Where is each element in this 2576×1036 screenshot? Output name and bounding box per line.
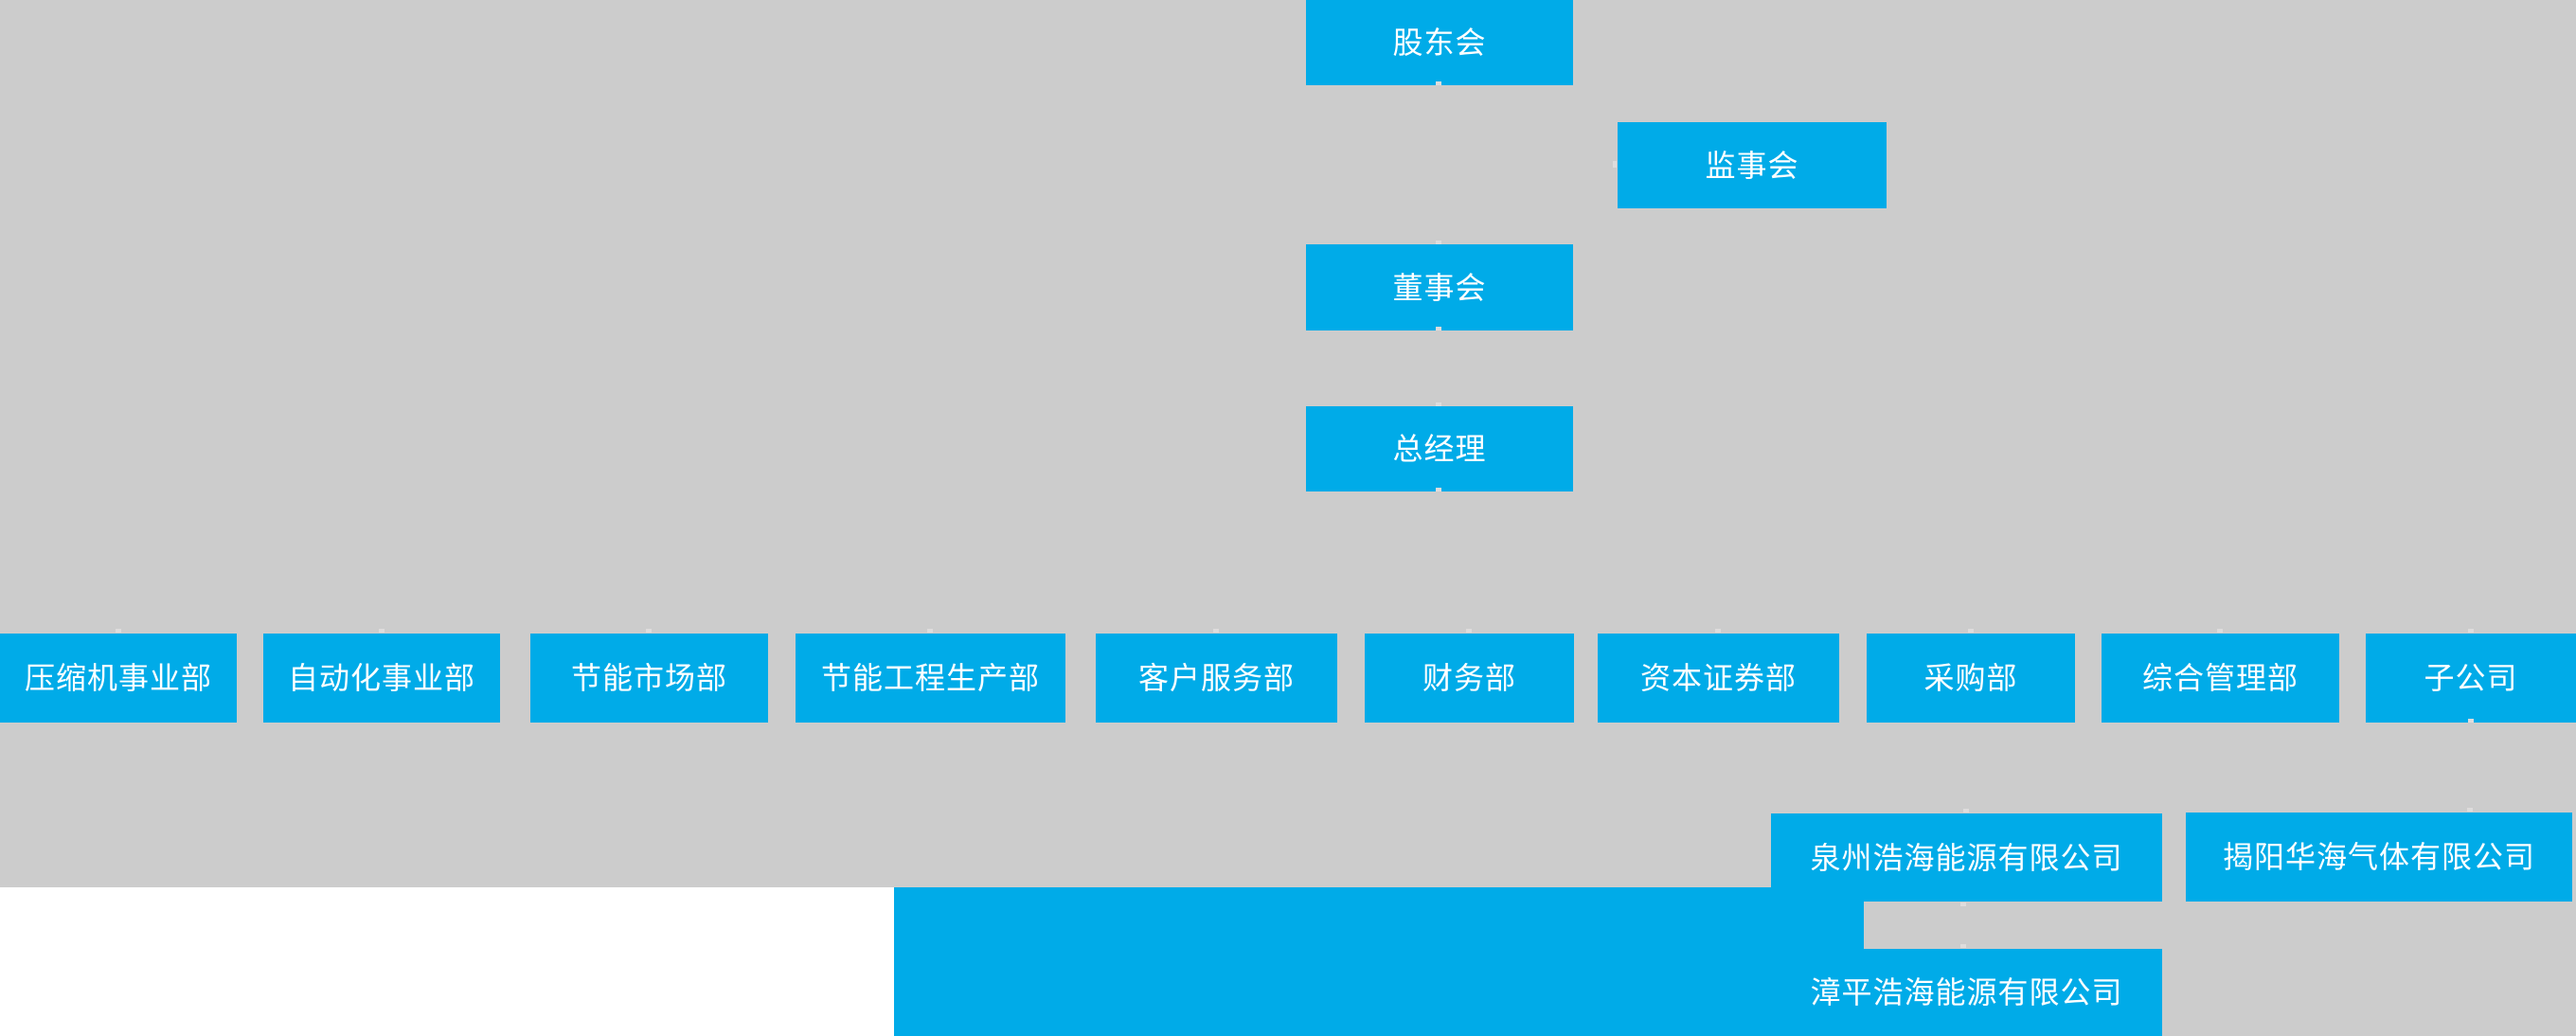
connector-tick (1436, 241, 1441, 244)
node-label: 自动化事业部 (287, 661, 475, 695)
node-subsidiary-zhangping-haohai-energy: 漳平浩海能源有限公司 (1771, 949, 2162, 1036)
node-dept-automation-division: 自动化事业部 (263, 634, 500, 723)
node-label: 股东会 (1392, 26, 1487, 60)
node-board-of-directors: 董事会 (1306, 244, 1573, 330)
node-label: 财务部 (1422, 661, 1516, 695)
node-dept-finance: 财务部 (1365, 634, 1574, 723)
node-label: 总经理 (1392, 432, 1487, 466)
connector-tick (1960, 902, 1966, 906)
connector-tick (1968, 629, 1974, 633)
connector-tick (1960, 944, 1966, 948)
node-dept-energy-saving-market: 节能市场部 (530, 634, 768, 723)
connector-tick (1436, 81, 1441, 85)
connector-tick (1436, 327, 1441, 330)
connector-tick (116, 629, 121, 633)
node-label: 揭阳华海气体有限公司 (2222, 840, 2535, 874)
connector-tick (927, 629, 933, 633)
connector-tick (2467, 808, 2473, 812)
node-general-manager: 总经理 (1306, 406, 1573, 491)
connector-tick (2217, 629, 2223, 633)
node-dept-procurement: 采购部 (1867, 634, 2075, 723)
connector-tick (1213, 629, 1219, 633)
background-gray-top (0, 0, 2576, 887)
node-label: 资本证券部 (1639, 661, 1797, 695)
node-shareholders-meeting: 股东会 (1306, 0, 1573, 85)
node-label: 监事会 (1705, 148, 1799, 183)
connector-tick (1436, 402, 1441, 406)
node-dept-capital-securities: 资本证券部 (1598, 634, 1839, 723)
node-label: 压缩机事业部 (24, 661, 212, 695)
node-label: 董事会 (1392, 270, 1487, 305)
node-label: 子公司 (2424, 661, 2518, 695)
bottom-blue-band (894, 887, 1864, 1036)
node-dept-energy-saving-engineering-production: 节能工程生产部 (796, 634, 1065, 723)
node-supervisory-board: 监事会 (1618, 122, 1887, 208)
node-dept-subsidiaries: 子公司 (2366, 634, 2576, 723)
node-label: 节能工程生产部 (820, 661, 1040, 695)
node-dept-compressor-division: 压缩机事业部 (0, 634, 237, 723)
node-label: 泉州浩海能源有限公司 (1810, 840, 2123, 875)
connector-tick (2468, 719, 2474, 723)
connector-tick (1436, 488, 1441, 491)
node-label: 综合管理部 (2141, 661, 2299, 695)
node-dept-customer-service: 客户服务部 (1096, 634, 1337, 723)
connector-tick (379, 629, 385, 633)
connector-tick (646, 629, 652, 633)
node-dept-general-management: 综合管理部 (2102, 634, 2339, 723)
connector-tick (1963, 809, 1969, 813)
node-label: 节能市场部 (570, 661, 727, 695)
connector-tick (1466, 629, 1472, 633)
node-label: 客户服务部 (1137, 661, 1295, 695)
node-subsidiary-quanzhou-haohai-energy: 泉州浩海能源有限公司 (1771, 813, 2162, 902)
node-label: 漳平浩海能源有限公司 (1810, 975, 2123, 1009)
connector-tick (1613, 161, 1617, 168)
node-subsidiary-jieyang-huahai-gas: 揭阳华海气体有限公司 (2186, 813, 2572, 902)
node-label: 采购部 (1923, 661, 2018, 695)
connector-tick (1715, 629, 1721, 633)
connector-tick (2468, 629, 2474, 633)
